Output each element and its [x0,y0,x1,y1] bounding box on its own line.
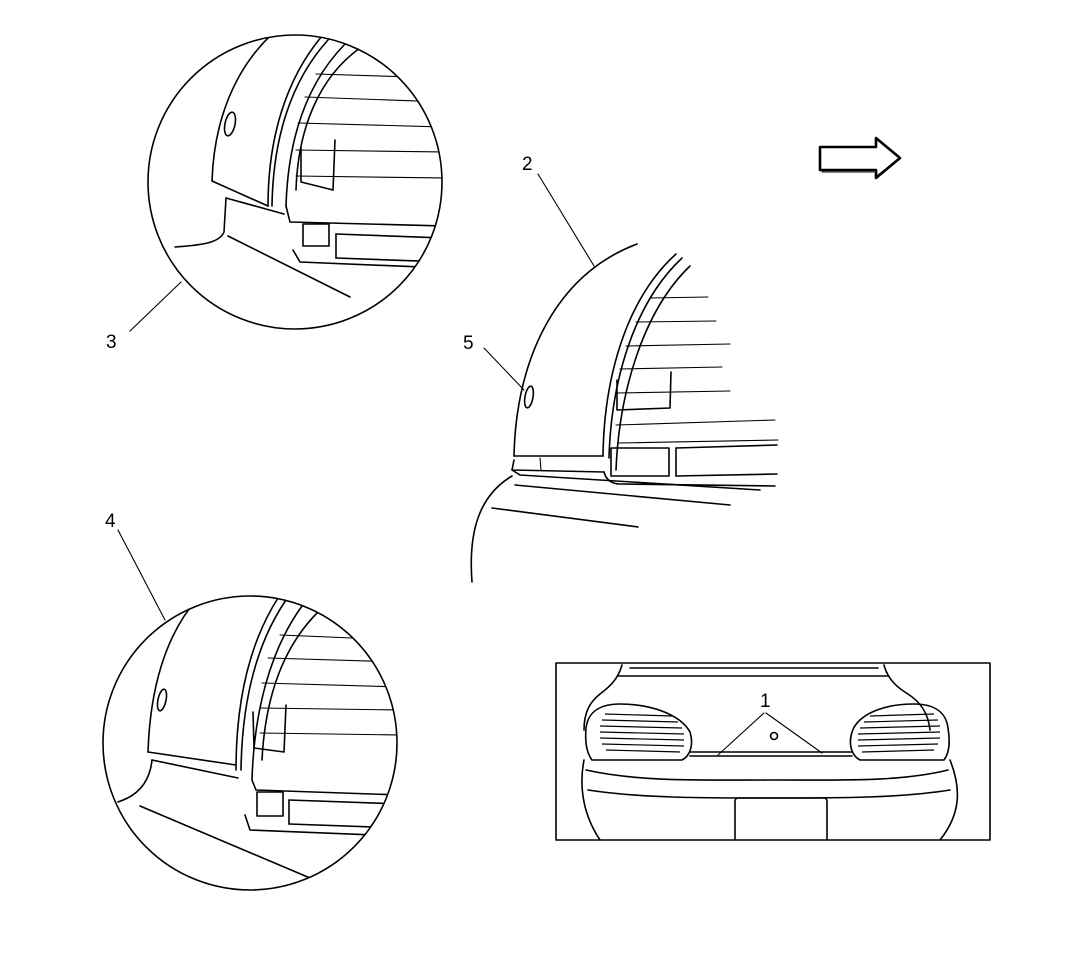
callout-5: 5 [463,333,474,354]
callout-4: 4 [105,511,116,532]
callout-2: 2 [522,154,533,175]
detail-circle-top [147,34,443,330]
callout-3: 3 [106,332,117,353]
leader-line-3 [129,281,182,332]
leader-line-5 [483,347,525,391]
detail-circle-bottom [102,595,398,891]
callout-1: 1 [760,691,771,712]
rear-view-inset [555,662,991,841]
leader-line-2 [537,173,595,267]
leader-line-4 [117,529,166,621]
right-arrow-icon [818,136,902,180]
main-view-quarter-panel [470,243,779,583]
